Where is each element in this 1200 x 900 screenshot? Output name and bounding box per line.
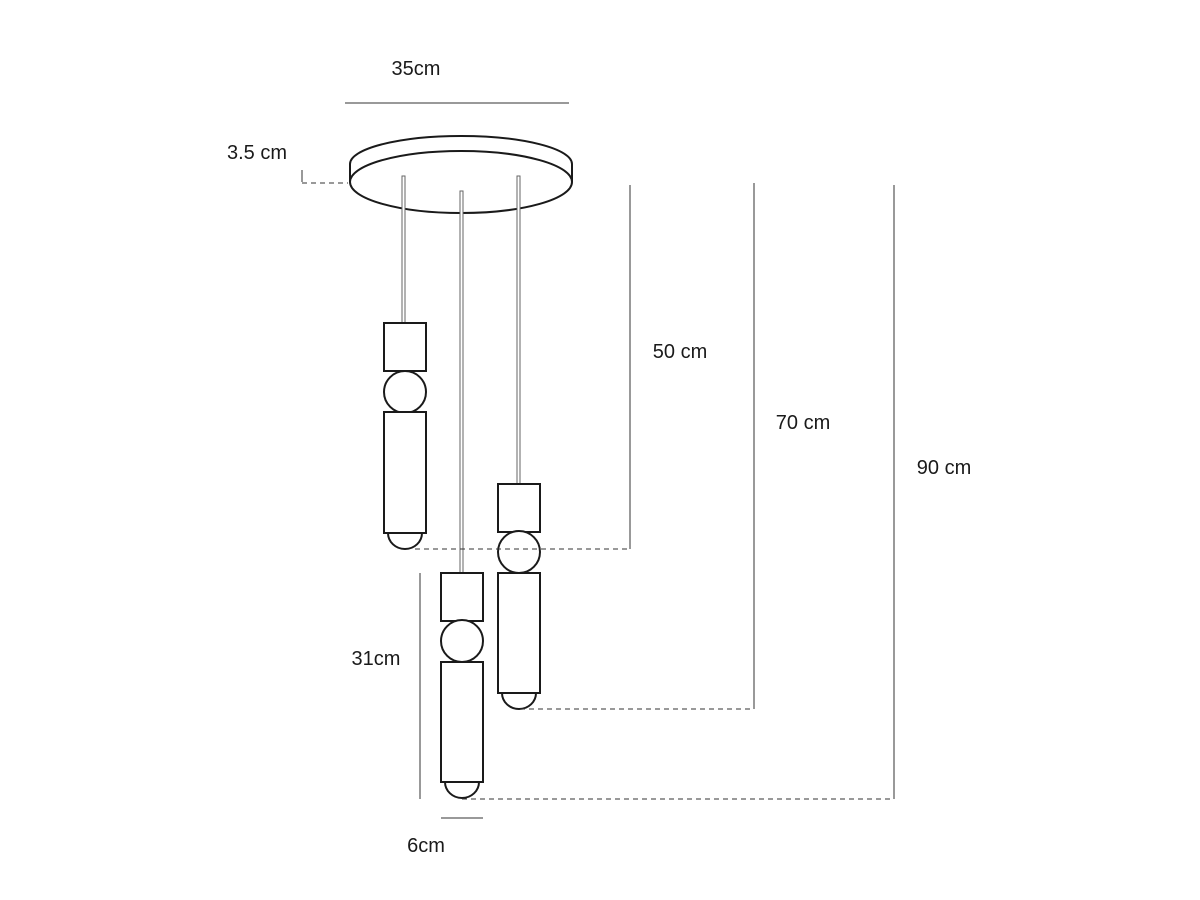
dimension-lines: [301, 102, 895, 819]
label-drop-medium: 70 cm: [776, 412, 830, 434]
label-drop-long: 90 cm: [917, 457, 971, 479]
pendant-1-cylinder: [383, 411, 427, 534]
label-pendant-length: 31cm: [352, 648, 401, 670]
pendant-2-cylinder: [440, 661, 484, 783]
pendant-2-sphere: [440, 619, 484, 663]
labels: 35cm 3.5 cm 50 cm 70 cm 90 cm 31cm 6cm: [227, 58, 971, 857]
pendant-1-bulb: [387, 532, 423, 550]
rod-1: [401, 175, 406, 324]
pendant-3-sphere: [497, 530, 541, 574]
label-canopy-height: 3.5 cm: [227, 142, 287, 164]
pendant-1-top-block: [383, 322, 427, 372]
label-drop-short: 50 cm: [653, 341, 707, 363]
pendant-medium: [497, 483, 541, 710]
pendant-2-top-block: [440, 572, 484, 622]
pendant-1-sphere: [383, 370, 427, 414]
pendant-3-cylinder: [497, 572, 541, 694]
label-pendant-width: 6cm: [407, 835, 445, 857]
pendant-long: [440, 572, 484, 799]
pendant-2-bulb: [444, 781, 480, 799]
pendant-3-bulb: [501, 692, 537, 710]
pendant-short: [383, 322, 427, 550]
canopy-top-rim: [349, 135, 573, 165]
label-canopy-diameter: 35cm: [392, 58, 441, 80]
rod-2: [459, 190, 464, 574]
rod-3: [516, 175, 521, 485]
pendant-3-top-block: [497, 483, 541, 533]
